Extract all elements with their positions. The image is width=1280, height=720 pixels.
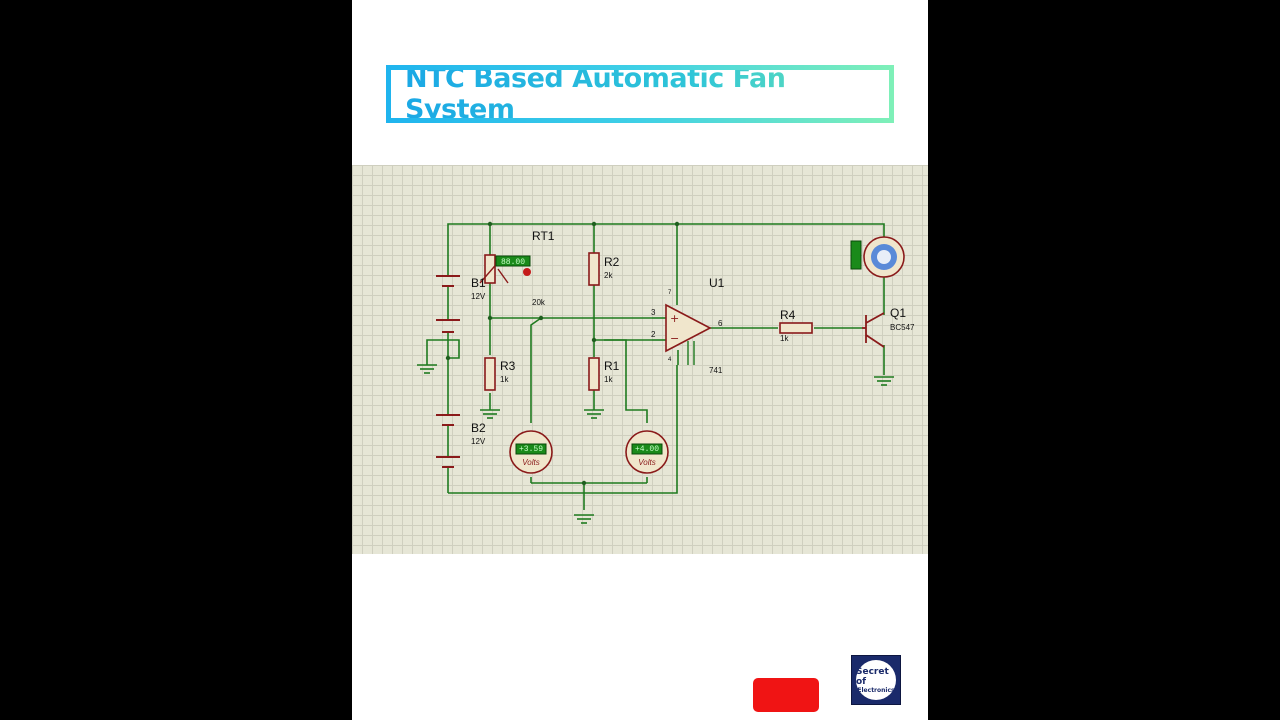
- ground-symbols: [417, 364, 894, 524]
- r4-value: 1k: [780, 334, 789, 343]
- voltmeter-2-reading: +4.00: [634, 445, 659, 454]
- rt1-probe-dot: [523, 268, 531, 276]
- r1-label: R1: [604, 359, 620, 373]
- q1-label: Q1: [890, 306, 907, 320]
- b1-value: 12V: [471, 292, 486, 301]
- b1-label: B1: [471, 276, 486, 290]
- channel-logo: Secret of Electronics: [851, 655, 901, 705]
- r3-value: 1k: [500, 375, 509, 384]
- u1-pin6: 6: [718, 319, 723, 328]
- voltmeter-1-reading: +3.59: [518, 445, 543, 454]
- voltmeter-1-unit: Volts: [522, 458, 540, 467]
- q1-value: BC547: [890, 323, 915, 332]
- r2-label: R2: [604, 255, 620, 269]
- svg-text:+: +: [670, 312, 679, 325]
- u1-pin7: 7: [668, 290, 672, 296]
- u1-label: U1: [709, 276, 725, 290]
- record-button[interactable]: [753, 678, 819, 712]
- rt1-value: 20k: [532, 298, 545, 307]
- u1-pin4: 4: [668, 357, 672, 363]
- rt1-display: [495, 255, 531, 267]
- voltmeter-2: [625, 430, 669, 474]
- b2-value: 12V: [471, 437, 486, 446]
- video-frame: NTC Based Automatic Fan System: [352, 0, 928, 720]
- circuit-schematic: 88.00 + −: [417, 221, 905, 524]
- transistor-q1: [862, 312, 885, 348]
- fan-motor: [850, 236, 905, 278]
- r4-label: R4: [780, 308, 796, 322]
- r3-label: R3: [500, 359, 516, 373]
- voltmeter-2-unit: Volts: [638, 458, 656, 467]
- page-title: NTC Based Automatic Fan System: [391, 63, 889, 125]
- resistors: [484, 252, 813, 391]
- r1-value: 1k: [604, 375, 613, 384]
- junction-dots: [445, 221, 680, 486]
- b2-label: B2: [471, 421, 486, 435]
- voltmeter-1: [509, 430, 553, 474]
- rt1-label: RT1: [532, 229, 555, 243]
- opamp-u1: + −: [665, 303, 712, 365]
- u1-pin2: 2: [651, 330, 656, 339]
- u1-pin3: 3: [651, 308, 656, 317]
- schematic-canvas: 88.00 + −: [352, 165, 928, 554]
- batteries: [436, 275, 460, 468]
- rt1-display-value: 88.00: [501, 258, 525, 267]
- svg-text:−: −: [670, 332, 679, 345]
- title-banner: NTC Based Automatic Fan System: [386, 63, 894, 125]
- u1-value: 741: [709, 366, 723, 375]
- r2-value: 2k: [604, 271, 613, 280]
